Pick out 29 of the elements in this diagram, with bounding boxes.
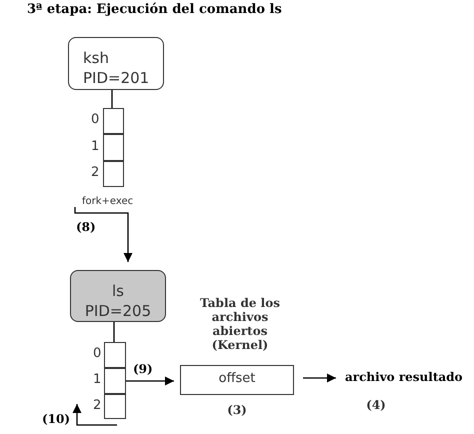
descriptor-number: 1 bbox=[91, 139, 100, 154]
step-number: (8) bbox=[76, 220, 96, 234]
step-number: (9) bbox=[133, 362, 153, 376]
connector-line bbox=[111, 90, 113, 108]
connector-line bbox=[113, 322, 115, 342]
file-label: archivo resultado bbox=[345, 370, 463, 384]
descriptor-cell bbox=[104, 342, 126, 368]
descriptor-cell bbox=[103, 161, 124, 187]
descriptor-number: 0 bbox=[93, 346, 102, 361]
process-box: ls PID=205 bbox=[70, 270, 166, 322]
title: 3ª etapa: Ejecución del comando ls bbox=[27, 2, 282, 17]
descriptor-number: 1 bbox=[93, 372, 102, 387]
descriptor-number: 2 bbox=[93, 398, 102, 413]
arrow bbox=[303, 374, 336, 382]
descriptor-cell bbox=[103, 134, 124, 161]
process-box: ksh PID=201 bbox=[68, 37, 164, 90]
table-caption: Tabla de los archivos abiertos (Kernel) bbox=[199, 296, 281, 352]
descriptor-cell bbox=[104, 394, 126, 419]
descriptor-number: 2 bbox=[91, 165, 100, 180]
step-number: (10) bbox=[42, 412, 70, 426]
reference-number: (3) bbox=[226, 403, 248, 417]
descriptor-number: 0 bbox=[91, 112, 100, 127]
edge-label: fork+exec bbox=[82, 196, 134, 207]
arrow bbox=[74, 207, 132, 262]
table-entry-box: offset bbox=[180, 365, 294, 395]
arrow bbox=[126, 376, 174, 386]
descriptor-cell bbox=[103, 108, 124, 134]
descriptor-cell bbox=[104, 368, 126, 394]
reference-number: (4) bbox=[365, 398, 387, 412]
